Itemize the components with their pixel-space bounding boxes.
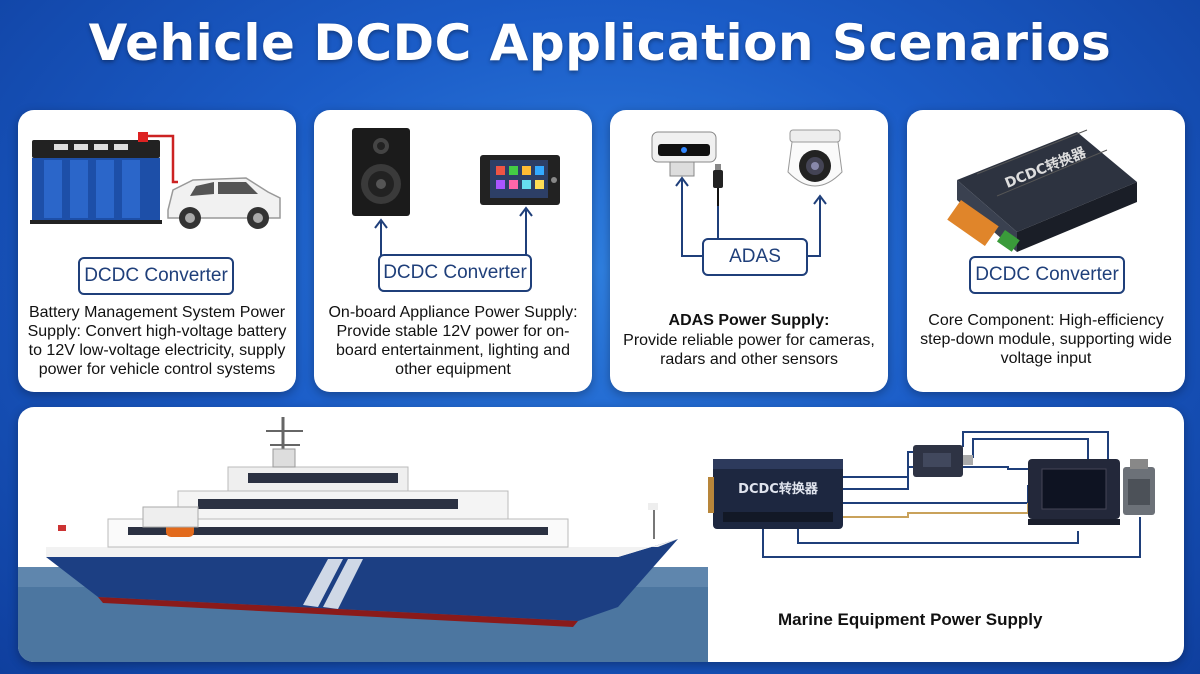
controller-box-icon xyxy=(913,445,973,477)
card-heading: Core Component: xyxy=(928,312,1055,329)
card-onboard-appliance: DCDC Converter On-board Appliance Power … xyxy=(314,110,592,392)
card-description: High-efficiency step-down module, suppor… xyxy=(920,312,1172,367)
page-title: Vehicle DCDC Application Scenarios xyxy=(88,14,1112,72)
dcdc-converter-label: DCDC Converter xyxy=(78,257,234,295)
speaker-icon xyxy=(352,128,410,216)
connector-plug-icon xyxy=(713,164,723,206)
card-heading-description: Core Component: High-efficiency step-dow… xyxy=(915,311,1177,368)
adas-camera-icon xyxy=(651,131,717,177)
adas-label: ADAS xyxy=(702,238,808,276)
marine-illustration: DCDC转换器 xyxy=(18,417,1155,662)
dcdc-module-icon xyxy=(947,129,1137,252)
battery-icon xyxy=(30,132,162,224)
card-description: Provide reliable power for cameras, rada… xyxy=(623,332,875,368)
sensor-unit-icon xyxy=(1123,459,1155,515)
dcdc-converter-label: DCDC Converter xyxy=(378,254,532,292)
adas-illustration xyxy=(651,129,843,257)
head-unit-icon xyxy=(480,155,560,205)
card-description: On-board Appliance Power Supply: Provide… xyxy=(328,304,578,378)
dcdc-module-icon: DCDC转换器 xyxy=(708,459,843,529)
battery-car-illustration xyxy=(30,132,281,229)
dcdc-module-illustration: DCDC转换器 xyxy=(947,129,1137,252)
ship-icon xyxy=(46,417,678,627)
card-adas: ADAS ADAS Power Supply: Provide reliable… xyxy=(610,110,888,392)
marine-equipment-label: Marine Equipment Power Supply xyxy=(778,610,1043,629)
module-text: DCDC转换器 xyxy=(738,481,819,497)
dcdc-converter-label: DCDC Converter xyxy=(969,256,1125,294)
car-icon xyxy=(167,177,281,229)
card-description: Battery Management System Power Supply: … xyxy=(27,304,287,378)
marine-panel: DCDC转换器 Marine Equipment Power Supply xyxy=(18,407,1184,662)
card-heading: ADAS Power Supply: xyxy=(668,312,830,329)
appliance-illustration xyxy=(352,128,560,257)
marine-display-icon xyxy=(1028,459,1120,525)
dome-camera-icon xyxy=(787,129,843,187)
card-core-component: DCDC转换器 DCDC Converter Core Component: H… xyxy=(907,110,1185,392)
card-battery-management: DCDC Converter Battery Management System… xyxy=(18,110,296,392)
